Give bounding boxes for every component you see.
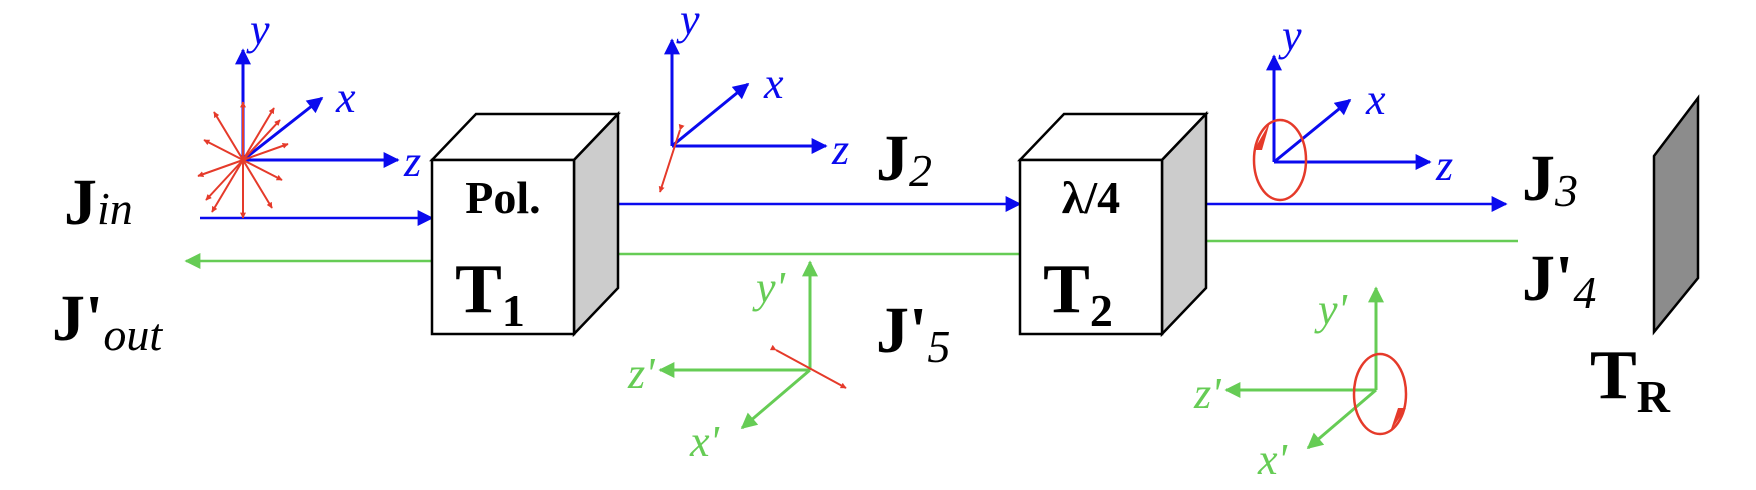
jones-vector-labels: Jin J'out J2 J3 J'4 J'5: [52, 122, 1596, 372]
triad5-y-label: y': [752, 263, 787, 312]
axes-triad-j4: y' z' x': [1193, 285, 1408, 484]
label-j-in: Jin: [64, 166, 133, 239]
linear-polarization-vector: [658, 123, 685, 193]
triad4-z-label: z': [1193, 369, 1222, 418]
polarizer-title: Pol.: [465, 172, 540, 223]
label-j2: J2: [876, 122, 932, 196]
triad5-z-label: z': [627, 349, 656, 398]
polarizer-front-face: [430, 158, 576, 336]
crossed-linear-polarization-vector: [769, 344, 847, 389]
polarizer-block: Pol. T1: [429, 110, 621, 338]
triad4-x-label: x': [1257, 435, 1289, 484]
triad5-x-axis: [740, 368, 811, 430]
unpolarized-light-starburst: [197, 101, 289, 219]
label-j-out: J'out: [52, 282, 163, 360]
label-j5: J'5: [876, 294, 950, 372]
triad1-z-label: z: [403, 137, 421, 186]
axes-triad-j5: y' z' x': [627, 260, 847, 466]
mirror-plate: [1652, 94, 1700, 336]
circular-polarization-forward-arrowhead: [1254, 122, 1270, 150]
triad4-x-axis: [1306, 388, 1377, 450]
triad1-x-axis: [242, 96, 324, 162]
axes-triad-j2: y x z: [658, 0, 849, 193]
triad2-y-label: y: [676, 0, 700, 44]
axes-triad-input: y x z: [197, 5, 421, 219]
triad3-x-label: x: [1365, 75, 1386, 124]
triad4-y-label: y': [1314, 285, 1349, 334]
triad2-x-axis: [671, 82, 750, 148]
label-j4: J'4: [1522, 242, 1596, 318]
triad2-x-label: x: [763, 59, 784, 108]
waveplate-title: λ/4: [1062, 172, 1120, 223]
triad1-y-label: y: [246, 5, 270, 54]
triad5-x-label: x': [689, 417, 721, 466]
waveplate-block: λ/4 T2: [1017, 110, 1209, 338]
waveplate-label: T2: [1043, 251, 1113, 336]
circular-polarization-forward: [1252, 118, 1308, 202]
polarizer-label: T1: [455, 251, 525, 336]
circular-polarization-return-arrowhead: [1390, 408, 1406, 432]
waveplate-front-face: [1018, 158, 1164, 336]
mirror-label: TR: [1590, 337, 1671, 422]
triad2-z-label: z: [831, 125, 849, 174]
axes-triad-j3: y x z: [1252, 11, 1453, 202]
triad3-x-axis: [1273, 98, 1352, 164]
triad1-x-label: x: [335, 73, 356, 122]
mirror: TR: [1590, 94, 1700, 422]
beam-paths: [184, 196, 1518, 269]
label-j3: J3: [1522, 142, 1578, 216]
circular-polarization-return: [1352, 352, 1408, 436]
triad3-y-label: y: [1278, 11, 1302, 60]
triad3-z-label: z: [1435, 141, 1453, 190]
